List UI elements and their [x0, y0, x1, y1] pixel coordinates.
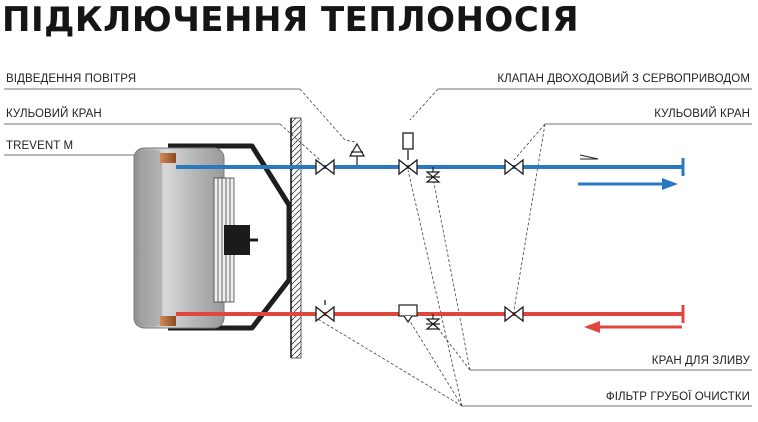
label-two-way-valve: КЛАПАН ДВОХОДОВИЙ З СЕРВОПРИВОДОМ [497, 73, 750, 85]
coarse-filter [398, 304, 418, 324]
page-title: ПІДКЛЮЧЕННЯ ТЕПЛОНОСІЯ [2, 0, 580, 40]
label-coarse-filter: ФІЛЬТР ГРУБОЇ ОЧИСТКИ [605, 391, 750, 403]
ball-valve-return-left [315, 300, 335, 323]
label-ball-valve-left: КУЛЬОВИЙ КРАН [6, 108, 102, 120]
label-unit: TREVENT M [6, 140, 74, 152]
slope-indicator [579, 154, 599, 160]
drain-valve-return [425, 314, 441, 330]
two-way-valve-servo [398, 132, 418, 176]
flow-arrow-return [584, 321, 682, 333]
mounting-bracket [168, 143, 292, 331]
leader-lines-right [315, 88, 752, 407]
flow-arrow-supply [578, 178, 678, 190]
heater-unit [133, 147, 258, 329]
ball-valve-supply-right [504, 158, 524, 176]
return-pipe [176, 305, 685, 323]
label-ball-valve-right: КУЛЬОВИЙ КРАН [654, 108, 750, 120]
air-vent [348, 142, 366, 165]
label-air-vent: ВІДВЕДЕННЯ ПОВІТРЯ [6, 73, 137, 85]
ball-valve-supply-left [315, 158, 335, 176]
ball-valve-return-right [504, 305, 524, 323]
label-drain-valve: КРАН ДЛЯ ЗЛИВУ [651, 355, 750, 367]
drain-valve-supply [425, 167, 441, 183]
leader-lines-left [4, 88, 356, 161]
supply-pipe [176, 158, 685, 176]
wall [290, 117, 302, 359]
